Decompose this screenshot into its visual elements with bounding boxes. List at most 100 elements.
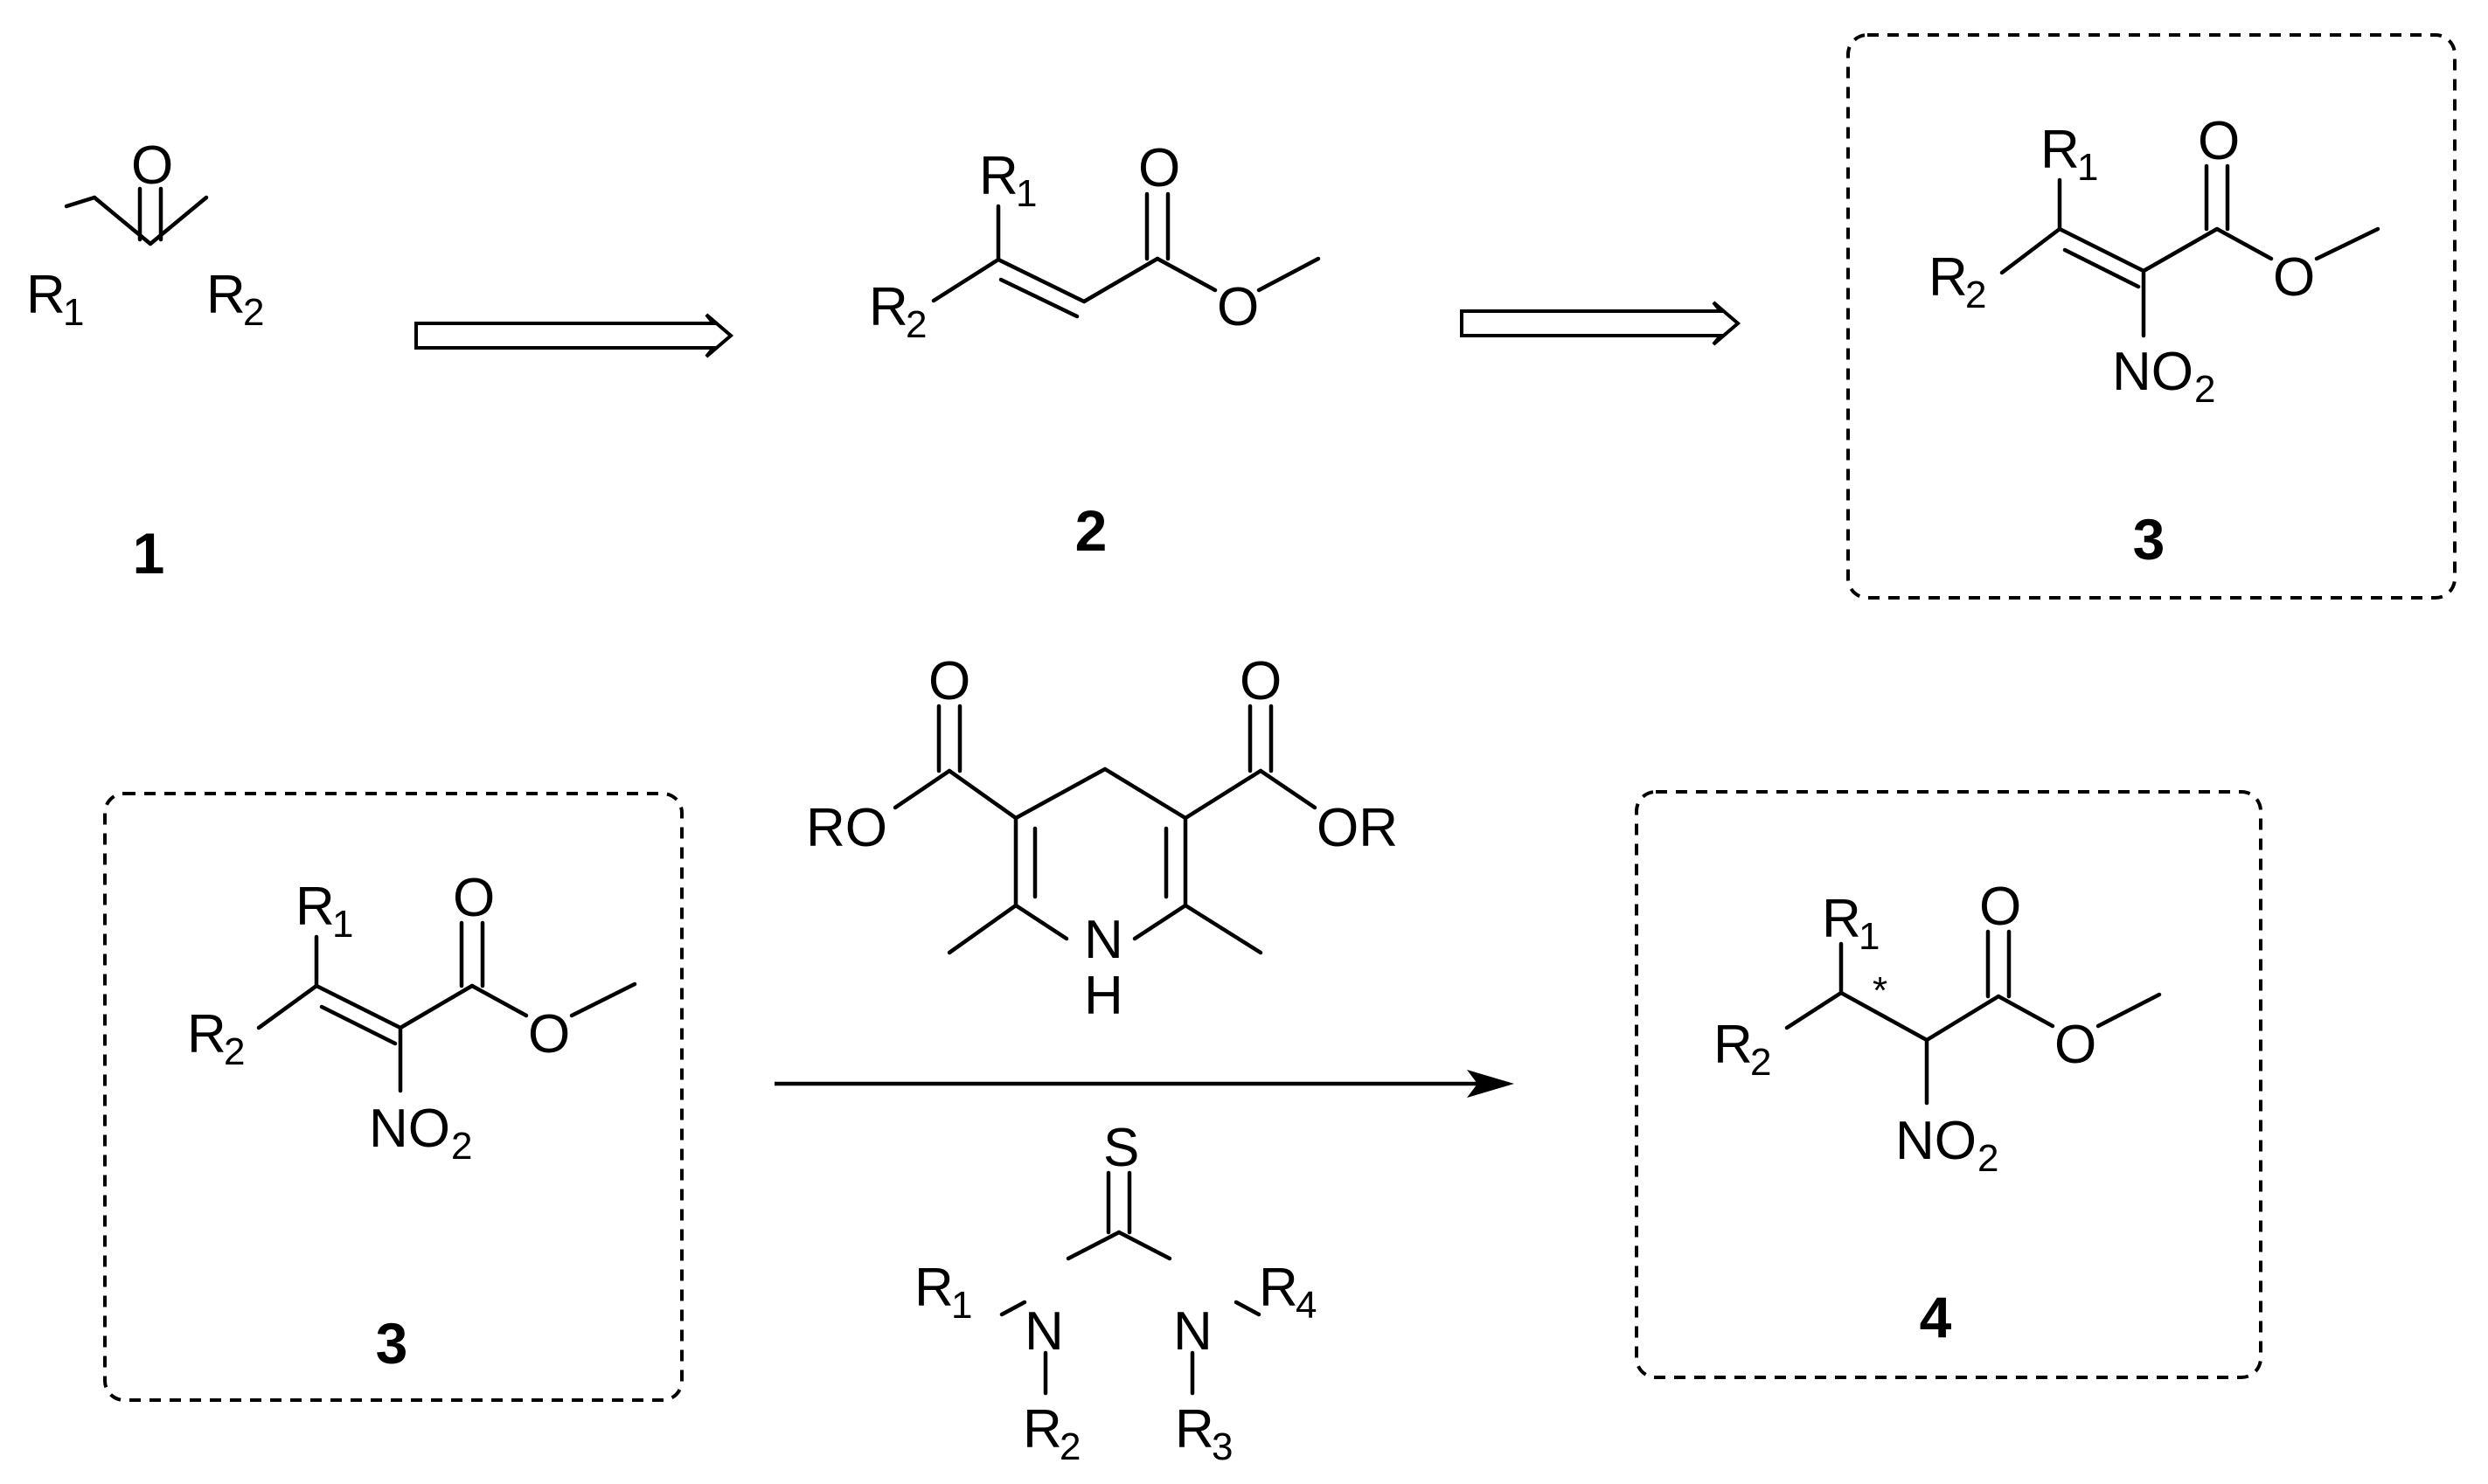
subscript-2: 2 bbox=[1750, 1041, 1771, 1084]
atom-r4: R bbox=[1259, 1258, 1298, 1318]
atom-r1: R bbox=[1822, 889, 1861, 949]
atom-r2: R bbox=[869, 277, 908, 337]
bond bbox=[1102, 766, 1188, 821]
bond bbox=[319, 1004, 398, 1046]
bond bbox=[148, 195, 209, 246]
subscript-4: 4 bbox=[1296, 1284, 1317, 1327]
nitro-group: NO bbox=[2112, 342, 2193, 402]
thiourea-catalyst: S N N R 1 R 4 R 2 R 3 bbox=[914, 1118, 1317, 1468]
compound-label-4: 4 bbox=[1920, 1285, 1952, 1349]
bond bbox=[2062, 247, 2141, 289]
atom-r2: R bbox=[1713, 1015, 1753, 1075]
bond bbox=[1838, 990, 1929, 1043]
stereocenter-marker: * bbox=[1873, 969, 1887, 1012]
compound-4-box bbox=[1635, 790, 2262, 1379]
bond bbox=[931, 257, 1001, 303]
subscript-3: 3 bbox=[1212, 1425, 1233, 1468]
atom-r2: R bbox=[1023, 1399, 1062, 1460]
compound-3-structure-top: O O R 1 R 2 NO 2 bbox=[1929, 111, 2380, 411]
bond bbox=[569, 981, 637, 1018]
bond bbox=[1183, 768, 1263, 821]
bond bbox=[64, 195, 97, 209]
atom-nitrogen: N bbox=[1173, 1301, 1213, 1362]
subscript-2: 2 bbox=[451, 1125, 472, 1168]
compound-label-3-top: 3 bbox=[2133, 507, 2165, 572]
compound-label-1: 1 bbox=[133, 521, 165, 586]
atom-r2-letter: R bbox=[206, 265, 246, 325]
bond bbox=[92, 195, 153, 246]
nitro-group: NO bbox=[1895, 1111, 1977, 1171]
bond bbox=[1234, 1300, 1261, 1317]
subscript-1: 1 bbox=[332, 903, 353, 946]
atom-sulfur: S bbox=[1103, 1118, 1139, 1178]
bond bbox=[1999, 226, 2062, 275]
compound-1-structure: O R 1 2 R 2 bbox=[26, 135, 264, 334]
compound-3-structure-bottom: O O R 1 R 2 NO 2 bbox=[187, 868, 637, 1168]
subscript-1: 1 bbox=[63, 291, 84, 334]
atom-oxygen: O bbox=[2198, 111, 2240, 171]
bond bbox=[1066, 1230, 1122, 1261]
compound-3-box-bottom bbox=[103, 792, 684, 1402]
atom-r1: R bbox=[914, 1258, 954, 1318]
bond bbox=[1081, 256, 1160, 304]
subscript-2: 2 bbox=[1060, 1425, 1081, 1468]
compound-label-3-bottom: 3 bbox=[376, 1311, 408, 1376]
bond bbox=[314, 983, 403, 1030]
atom-oxygen: O bbox=[131, 135, 173, 196]
atom-oxygen: O bbox=[1217, 277, 1259, 337]
atom-r1: R bbox=[295, 877, 335, 937]
atom-oxygen: O bbox=[2273, 247, 2315, 308]
atom-oxygen: O bbox=[1138, 138, 1180, 198]
hantzsch-ester-reagent: O O RO OR N H bbox=[806, 651, 1398, 1026]
subscript-2: 2 bbox=[906, 303, 927, 346]
bond bbox=[2095, 992, 2162, 1029]
bond bbox=[1256, 256, 1321, 293]
compound-2-structure: O O R 1 R 2 bbox=[869, 138, 1321, 346]
compound-label-2: 2 bbox=[1075, 498, 1108, 563]
bond bbox=[1013, 766, 1108, 821]
bond bbox=[2057, 226, 2146, 274]
subscript-2: 2 bbox=[2194, 368, 2215, 411]
atom-r1: R bbox=[979, 146, 1018, 206]
bond bbox=[469, 983, 529, 1018]
subscript-1: 1 bbox=[951, 1284, 972, 1327]
nitro-group: NO bbox=[369, 1099, 450, 1159]
compound-4-structure: O O R 1 R 2 NO 2 * bbox=[1713, 877, 2162, 1180]
atom-nitrogen: N bbox=[1084, 910, 1123, 970]
atom-r3: R bbox=[1175, 1399, 1214, 1460]
bond bbox=[1924, 994, 2001, 1043]
subscript-2: 2 bbox=[243, 291, 264, 334]
subscript-1: 1 bbox=[1016, 172, 1037, 215]
subscript-2: 2 bbox=[1965, 274, 1986, 316]
subscript-2: 2 bbox=[1977, 1137, 1998, 1180]
retrosynthetic-arrow-2 bbox=[1460, 301, 1741, 346]
bond bbox=[996, 257, 1087, 304]
atom-oxygen: O bbox=[2054, 1015, 2096, 1075]
reaction-arrowhead bbox=[1467, 1070, 1514, 1098]
subscript-1: 1 bbox=[2077, 146, 2098, 189]
atom-r2: R bbox=[1929, 247, 1968, 308]
bond bbox=[947, 903, 1018, 955]
atom-r1: R bbox=[2040, 120, 2080, 180]
atom-oxygen: O bbox=[1979, 877, 2021, 937]
alkoxy-group-right: OR bbox=[1317, 798, 1398, 858]
bond bbox=[398, 983, 475, 1030]
bond bbox=[1013, 903, 1069, 941]
atom-oxygen: O bbox=[528, 1004, 570, 1064]
retrosynthetic-arrow-1 bbox=[414, 313, 734, 358]
bond bbox=[947, 768, 1018, 821]
bond bbox=[1116, 1230, 1172, 1261]
alkoxy-group-left: RO bbox=[806, 798, 887, 858]
subscript-2: 2 bbox=[224, 1030, 245, 1073]
bond bbox=[256, 983, 319, 1030]
atom-r2: R bbox=[187, 1004, 226, 1064]
atom-hydrogen: H bbox=[1084, 966, 1123, 1026]
atom-r1: R bbox=[26, 265, 66, 325]
bond bbox=[1155, 256, 1218, 293]
bond bbox=[2141, 226, 2220, 274]
bond bbox=[1132, 903, 1188, 941]
atom-oxygen: O bbox=[928, 651, 970, 711]
bond bbox=[1784, 990, 1844, 1030]
atom-oxygen: O bbox=[453, 868, 495, 928]
